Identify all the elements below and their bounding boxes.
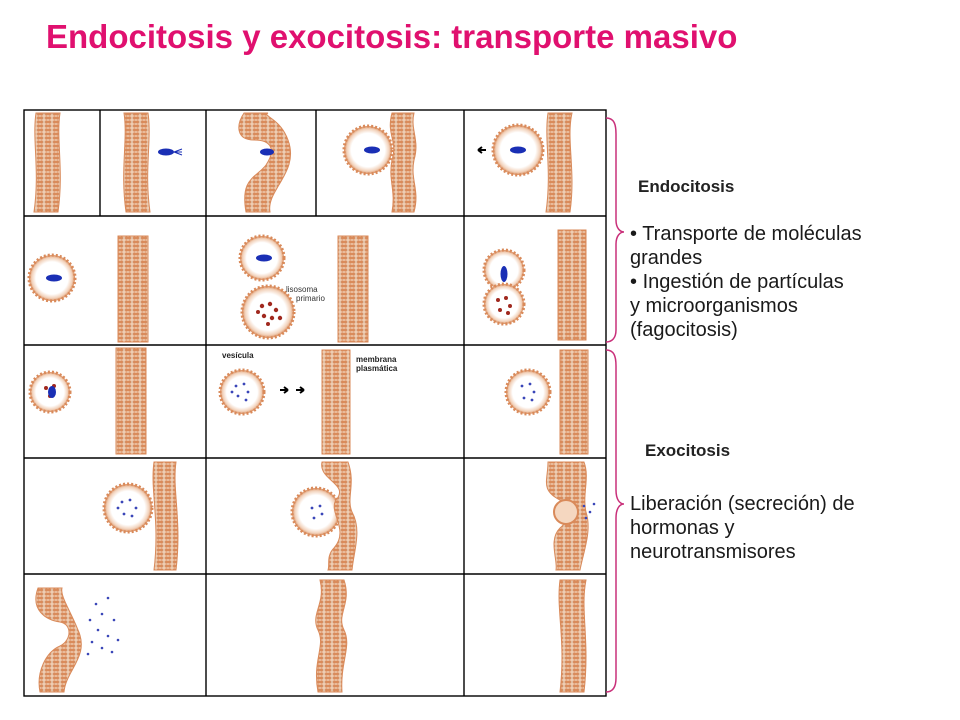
membrane [337, 235, 369, 343]
diagram-grid [23, 109, 607, 697]
membrane [123, 112, 151, 213]
endocitosis-heading: Endocitosis [638, 177, 735, 196]
docking-vesicle [102, 482, 154, 534]
molecule [48, 386, 56, 398]
grid-border [23, 109, 607, 697]
row1-panel2 [123, 112, 183, 213]
vesicle-contents [520, 382, 536, 402]
row1-panel3 [238, 112, 291, 213]
bullet-2-line-1: • Ingestión de partículas [630, 271, 844, 293]
row1-panel4 [342, 112, 417, 213]
vesicle-contents [310, 504, 324, 520]
exocitosis-description: Liberación (secreción) de hormonas y neu… [630, 492, 855, 564]
molecule [158, 148, 174, 156]
exocitosis-line-1: Liberación (secreción) de [630, 493, 855, 515]
row1-panel1 [33, 112, 61, 213]
exocitosis-bracket [605, 349, 625, 693]
endocitosis-bullets: • Transporte de moléculas grandes • Inge… [630, 222, 862, 342]
vesicle-contents [116, 498, 138, 518]
membrane [557, 229, 587, 341]
membrane [545, 112, 573, 213]
membrane [558, 579, 587, 693]
lysosome-enzymes [496, 296, 512, 315]
exocitosis-heading: Exocitosis [645, 441, 731, 460]
released-molecules [86, 596, 120, 656]
released-contents [582, 502, 596, 520]
membrane [117, 235, 149, 343]
row5-panel3 [558, 579, 587, 693]
fusing-vesicle [290, 486, 342, 538]
molecule [256, 254, 272, 262]
molecule [46, 274, 62, 282]
row4-panel2 [290, 461, 358, 571]
label-membrana: membrana [356, 355, 397, 364]
secretory-vesicle [504, 368, 552, 416]
secretory-vesicle [218, 368, 266, 416]
row3-panel2: vesícula membrana plasmática [218, 349, 398, 455]
molecule [510, 146, 526, 154]
arrow-right-icon [280, 386, 289, 394]
membrane [389, 112, 417, 213]
membrane [321, 349, 351, 455]
exocitosis-line-3: neurotransmisores [630, 541, 796, 563]
membrane [315, 579, 348, 693]
membrane [321, 461, 358, 571]
vesicle-contents [230, 382, 250, 402]
row4-panel3 [546, 461, 596, 571]
label-primario: primario [296, 294, 325, 303]
row2-panel1 [27, 235, 149, 343]
arrow-left-icon [477, 146, 486, 154]
membrane [115, 347, 147, 455]
bullet-2-line-3: (fagocitosis) [630, 319, 738, 341]
bullet-1-line-2: grandes [630, 247, 703, 269]
label-plasmatica: plasmática [356, 364, 398, 373]
membrane [33, 112, 61, 213]
row5-panel1 [35, 587, 120, 693]
row5-panel2 [315, 579, 348, 693]
row2-panel2: lisosoma primario [238, 234, 369, 343]
membrane [559, 349, 589, 455]
opening-vesicle [553, 499, 579, 525]
molecule [500, 266, 508, 282]
row1-panel5 [477, 112, 573, 213]
bullet-1-line-1: • Transporte de moléculas [630, 223, 862, 245]
membrane [152, 461, 179, 571]
molecule-tail [173, 148, 183, 156]
lysosome-enzymes [256, 301, 283, 326]
membrane [238, 112, 291, 213]
bullet-2-line-2: y microorganismos [630, 295, 798, 317]
molecule [364, 146, 380, 154]
row3-panel3 [504, 349, 589, 455]
label-lisosoma: lisosoma [286, 285, 318, 294]
endocitosis-bracket [605, 117, 625, 343]
exocitosis-line-2: hormonas y [630, 517, 735, 539]
membrane [35, 587, 82, 693]
label-vesicula: vesícula [222, 351, 254, 360]
molecule [260, 148, 274, 156]
row2-panel3 [482, 229, 587, 341]
primary-lysosome [240, 284, 296, 340]
fusing-lysosome [482, 282, 526, 326]
row3-panel1 [28, 347, 147, 455]
row4-panel1 [102, 461, 179, 571]
arrow-right-icon [296, 386, 305, 394]
page-title: Endocitosis y exocitosis: transporte mas… [46, 18, 738, 55]
